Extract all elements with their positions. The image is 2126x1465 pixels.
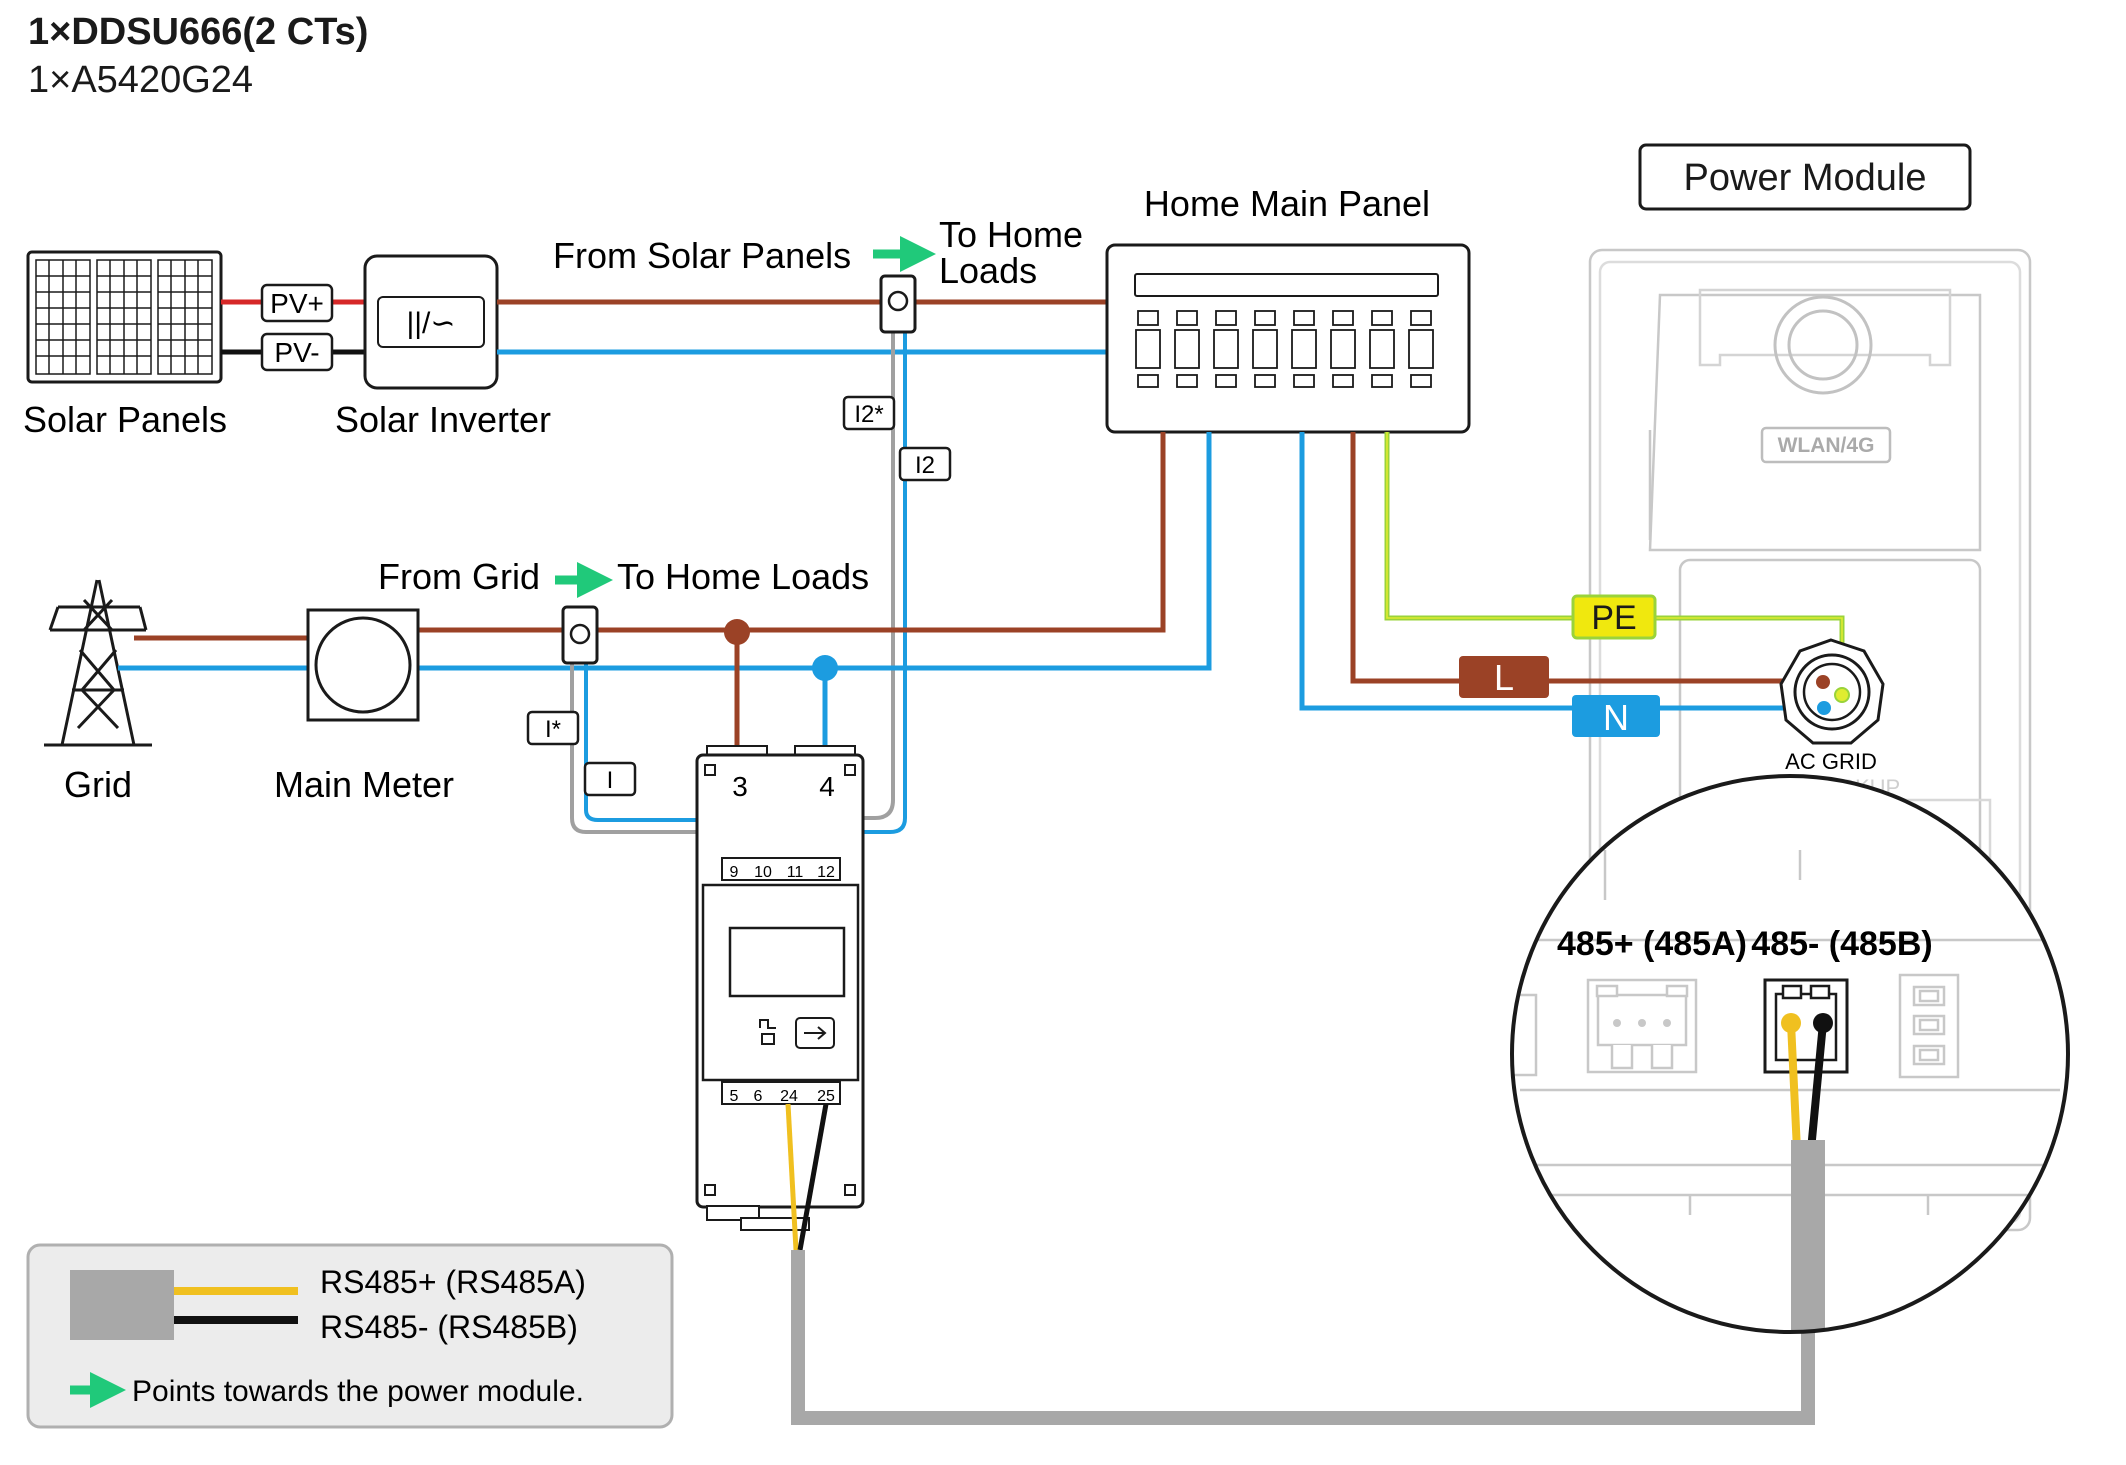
main-meter-icon xyxy=(306,608,420,722)
legend-box: RS485+ (RS485A) RS485- (RS485B) Points t… xyxy=(26,1243,674,1429)
ddsu666-meter-icon xyxy=(695,745,865,1231)
ct2-clamp-icon xyxy=(879,274,917,334)
pv-plus-label: PV+ xyxy=(270,288,324,319)
meter-terminal-6: 6 xyxy=(754,1088,763,1105)
wlan-label: WLAN/4G xyxy=(1778,434,1875,457)
module-earth-stripe xyxy=(1386,432,1843,693)
solar-inverter-icon: ||/∽ xyxy=(363,254,499,390)
l-label: L xyxy=(1494,657,1514,698)
meter-terminal-12: 12 xyxy=(817,864,835,881)
meter-rs485a-wire xyxy=(785,1103,799,1251)
ct2-label: I2 xyxy=(915,452,935,479)
zoom-callout-ring xyxy=(1510,774,2070,1334)
inverter-symbol: ||/∽ xyxy=(406,307,455,340)
module-earth-wire xyxy=(1384,432,1845,693)
home-main-panel-icon xyxy=(1105,243,1471,434)
ct1-label: I xyxy=(607,767,614,794)
main-meter-label: Main Meter xyxy=(274,764,454,805)
ct1-star-label: I* xyxy=(545,716,561,743)
legend-rs485-plus: RS485+ (RS485A) xyxy=(320,1264,586,1300)
panel-neutral-feed xyxy=(418,432,1212,671)
ct1-clamp-icon xyxy=(561,605,599,665)
rs485-port-icon xyxy=(1763,978,1849,1074)
power-module-title-box: Power Module xyxy=(1638,143,1972,211)
solar-panels-icon xyxy=(26,250,223,384)
pe-tag: PE xyxy=(1571,594,1657,640)
meter-terminal-9: 9 xyxy=(730,864,739,881)
port-rs485b-pin xyxy=(1813,1013,1833,1033)
meter-terminal-10: 10 xyxy=(754,864,772,881)
ct2-tag: I2 xyxy=(898,446,952,482)
meter-terminal-25: 25 xyxy=(817,1088,835,1105)
to-home-line2: Loads xyxy=(939,250,1037,291)
meter-terminal-4: 4 xyxy=(819,771,835,802)
meter-terminal-3: 3 xyxy=(732,771,748,802)
pe-label: PE xyxy=(1591,599,1636,637)
legend-arrow-note: Points towards the power module. xyxy=(132,1375,584,1408)
pv-plus-tag: PV+ xyxy=(260,283,334,323)
cable-gland-icon xyxy=(1773,295,1873,395)
rs485-cable xyxy=(791,1250,1815,1425)
n-label: N xyxy=(1603,697,1629,738)
ac-grid-connector-icon xyxy=(1779,638,1885,745)
pv-minus-label: PV- xyxy=(274,337,319,368)
grid-label: Grid xyxy=(64,764,132,805)
neutral-junction-dot xyxy=(812,655,838,681)
title-module: 1×A5420G24 xyxy=(28,59,254,101)
panel-live-feed xyxy=(418,432,1166,633)
port-485b-label: 485- (485B) xyxy=(1751,925,1932,963)
to-home-loads-label: To Home Loads xyxy=(617,556,869,597)
ct1-star-tag: I* xyxy=(526,710,580,746)
from-grid-label: From Grid xyxy=(378,556,540,597)
meter-terminal-24: 24 xyxy=(780,1088,798,1105)
title-meter: 1×DDSU666(2 CTs) xyxy=(28,11,369,53)
power-module-title: Power Module xyxy=(1684,157,1927,199)
grid-tower-icon xyxy=(44,579,152,747)
module-neutral-wire xyxy=(1299,432,1824,711)
solar-panels-label: Solar Panels xyxy=(23,399,227,440)
ct1-tag: I xyxy=(583,761,637,797)
wlan-label-box: WLAN/4G xyxy=(1760,426,1892,464)
home-main-panel-label: Home Main Panel xyxy=(1144,183,1430,224)
live-junction-dot xyxy=(724,619,750,645)
legend-rs485-minus: RS485- (RS485B) xyxy=(320,1309,578,1345)
n-tag: N xyxy=(1572,695,1660,738)
from-solar-label: From Solar Panels xyxy=(553,235,851,276)
port-rs485a-wire xyxy=(1787,1022,1801,1151)
meter-terminal-5: 5 xyxy=(730,1088,739,1105)
to-home-line1: To Home xyxy=(939,214,1083,255)
meter-rs485b-wire xyxy=(797,1103,829,1251)
port-cable-jacket xyxy=(1791,1140,1825,1332)
ct2-star-tag: I2* xyxy=(842,395,896,431)
ac-grid-label: AC GRID xyxy=(1785,749,1877,774)
port-rs485b-wire xyxy=(1807,1022,1827,1151)
port-485a-label: 485+ (485A) xyxy=(1557,925,1747,963)
module-live-wire xyxy=(1350,432,1824,684)
zoom-callout-content xyxy=(1512,850,2060,1332)
legend-cable-swatch xyxy=(70,1270,174,1340)
port-rs485a-pin xyxy=(1781,1013,1801,1033)
solar-inverter-label: Solar Inverter xyxy=(335,399,551,440)
ct2-star-label: I2* xyxy=(854,401,883,428)
meter-terminal-11: 11 xyxy=(787,864,804,881)
l-tag: L xyxy=(1459,656,1549,698)
pv-minus-tag: PV- xyxy=(260,332,334,372)
